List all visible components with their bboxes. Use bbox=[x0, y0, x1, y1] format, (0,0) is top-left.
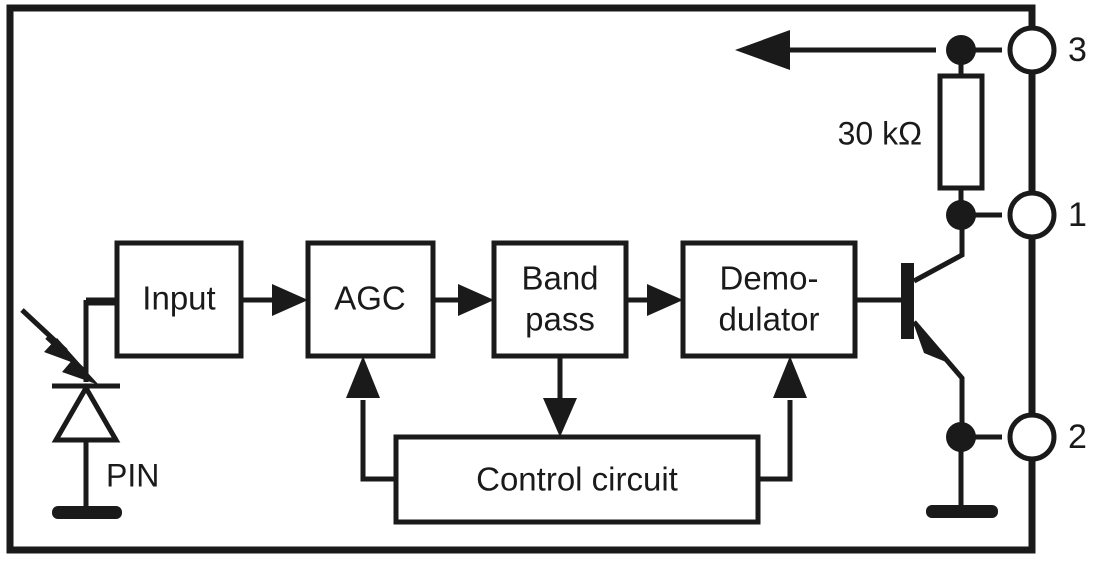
arrow-control-to-demodulator bbox=[758, 356, 807, 482]
supply-arrow-line bbox=[735, 30, 936, 70]
terminal-pin1[interactable] bbox=[1007, 190, 1057, 240]
block-input-label: Input bbox=[142, 280, 215, 317]
resistor-value-label: 30 kΩ bbox=[838, 115, 922, 151]
block-agc-label: AGC bbox=[334, 280, 406, 317]
ground-right-icon bbox=[926, 505, 998, 518]
terminal-pin1-label: 1 bbox=[1068, 196, 1087, 234]
block-demodulator[interactable] bbox=[680, 240, 858, 359]
terminal-pin3[interactable] bbox=[1007, 25, 1057, 75]
transistor-emitter-arrow bbox=[914, 325, 951, 364]
arrow-control-to-agc bbox=[346, 356, 396, 482]
ground-left-icon bbox=[52, 506, 122, 519]
block-bandpass-label-line2: pass bbox=[525, 301, 595, 338]
package-outline bbox=[6, 4, 1036, 554]
block-bandpass-label-line1: Band bbox=[521, 260, 598, 297]
arrow-input-to-agc bbox=[241, 284, 308, 316]
terminal-pin2[interactable] bbox=[1007, 412, 1057, 462]
block-control-circuit-label: Control circuit bbox=[476, 461, 678, 498]
arrow-bandpass-to-demodulator bbox=[626, 284, 683, 316]
block-demodulator-label-line2: dulator bbox=[719, 301, 820, 338]
terminal-pin3-label: 3 bbox=[1068, 31, 1087, 69]
arrow-bandpass-to-control bbox=[543, 356, 577, 437]
resistor-body bbox=[937, 73, 985, 191]
arrow-agc-to-bandpass bbox=[433, 284, 494, 316]
photodiode-triangle bbox=[51, 382, 121, 443]
light-arrows-icon bbox=[20, 308, 99, 385]
pin-diode-label: PIN bbox=[106, 457, 159, 493]
block-demodulator-label-line1: Demo- bbox=[719, 260, 818, 297]
transistor-emitter-lead bbox=[912, 320, 965, 435]
transistor-base-bar bbox=[901, 263, 914, 339]
terminal-pin2-label: 2 bbox=[1068, 418, 1087, 456]
